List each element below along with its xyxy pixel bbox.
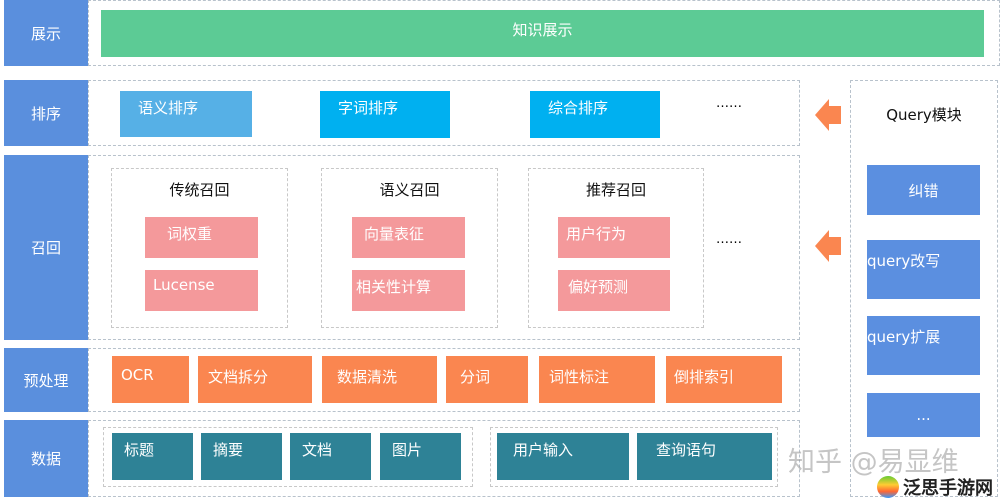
data-item: 摘要: [201, 433, 282, 480]
preprocess-item: 数据清洗: [322, 356, 437, 403]
data-item: 图片: [380, 433, 461, 480]
recall-group-title: 语义召回: [379, 181, 440, 199]
query-module-title: Query模块: [886, 106, 962, 124]
sort-more: ……: [716, 96, 742, 111]
layer-label-display: 展示: [4, 0, 88, 66]
recall-group-title: 传统召回: [169, 181, 230, 199]
recall-item: Lucense: [145, 270, 258, 311]
recall-item: 相关性计算: [352, 270, 465, 311]
sort-item: 综合排序: [530, 91, 660, 138]
data-item: 文档: [290, 433, 371, 480]
layer-label-sort: 排序: [4, 80, 88, 146]
preprocess-layer: [88, 348, 800, 412]
preprocess-item: OCR: [112, 356, 189, 403]
data-item: 标题: [112, 433, 193, 480]
arrow-left-icon: [815, 230, 841, 262]
apple-logo-icon: [877, 476, 899, 498]
recall-group: 传统召回: [111, 168, 288, 328]
data-item: 用户输入: [497, 433, 629, 480]
recall-more: ……: [716, 232, 742, 247]
data-group-user: [490, 427, 778, 487]
knowledge-display-bar: 知识展示: [101, 10, 984, 57]
arrow-left-icon: [815, 99, 841, 131]
watermark-text: 知乎 @易显维: [788, 447, 959, 478]
data-layer: [88, 420, 800, 497]
preprocess-item: 词性标注: [539, 356, 655, 403]
query-item: query扩展: [867, 316, 980, 375]
preprocess-item: 文档拆分: [198, 356, 312, 403]
recall-item: 偏好预测: [558, 270, 670, 311]
recall-group: 推荐召回: [528, 168, 704, 328]
recall-item: 用户行为: [558, 217, 670, 258]
recall-item: 词权重: [145, 217, 258, 258]
query-item: 纠错: [867, 165, 980, 215]
query-module: [850, 80, 998, 497]
preprocess-item: 分词: [446, 356, 528, 403]
layer-label-recall: 召回: [4, 155, 88, 340]
site-logo-text: 泛思手游网: [903, 478, 993, 499]
site-logo: 泛思手游网: [877, 474, 993, 500]
recall-layer: [88, 155, 800, 340]
data-group-documents: [103, 427, 473, 487]
recall-group-title: 推荐召回: [585, 181, 646, 199]
layer-label-preprocess: 预处理: [4, 348, 88, 412]
recall-item: 向量表征: [352, 217, 465, 258]
recall-group: 语义召回: [321, 168, 498, 328]
sort-item: 语义排序: [120, 91, 252, 137]
query-item: query改写: [867, 240, 980, 299]
sort-item: 字词排序: [320, 91, 450, 138]
data-item: 查询语句: [637, 433, 772, 480]
layer-label-data: 数据: [4, 420, 88, 497]
query-item: ...: [867, 393, 980, 437]
sort-layer: [88, 80, 800, 146]
preprocess-item: 倒排索引: [666, 356, 782, 403]
